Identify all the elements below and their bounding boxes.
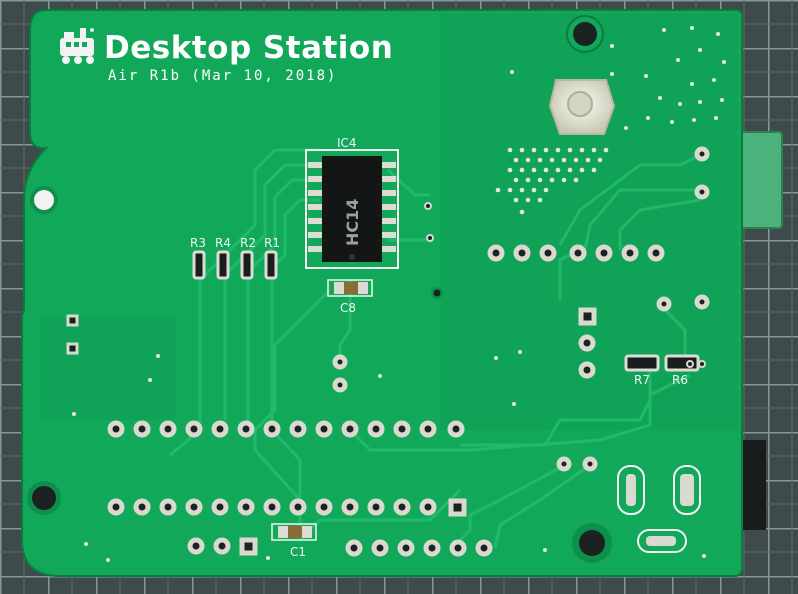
ic4-marking: HC14 [343,199,362,246]
small-vias [424,202,706,368]
c8-capacitor [327,279,373,297]
board-subtitle: Air R1b (Mar 10, 2018) [108,68,337,84]
screw-terminal [739,131,783,229]
c8-label: C8 [340,301,356,315]
r3-label: R3 [190,236,206,250]
r1-label: R1 [264,236,280,250]
square-pads [66,307,597,556]
nylon-nut [548,79,616,135]
c1-capacitor [271,523,317,541]
board-title: Desktop Station [104,30,393,66]
copper-pour-right [440,14,738,430]
ic4-label: IC4 [337,136,357,150]
copper-pour-left [40,318,175,420]
train-logo-icon [60,28,94,64]
r6-label: R6 [672,373,688,387]
c1-label: C1 [290,545,306,559]
ic4-silkscreen-outline [305,149,399,269]
r2-label: R2 [240,236,256,250]
r4-label: R4 [215,236,231,250]
mounting-holes [27,15,612,563]
solder-jumpers [617,465,701,553]
via-field [72,26,726,562]
pcb-board [21,9,743,577]
r7-label: R7 [634,373,650,387]
ic4-chip: HC14 [308,156,396,262]
solder-pads [107,146,710,557]
resistor-row-top [192,250,278,280]
